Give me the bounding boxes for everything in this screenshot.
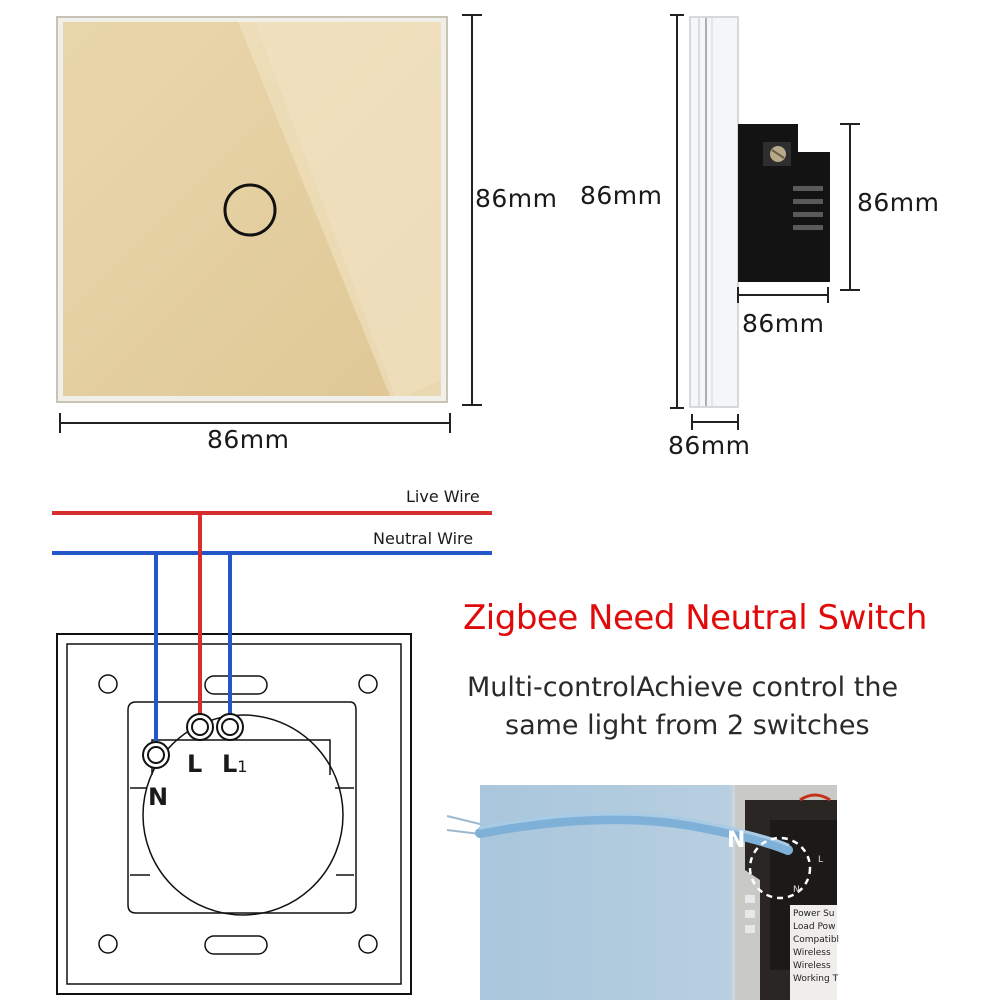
headline-line-1: Multi-controlAchieve control the — [467, 672, 899, 703]
blue-wire — [475, 814, 793, 855]
install-photo — [446, 785, 837, 1000]
back-plate — [56, 633, 412, 995]
side-depth-label: 86mm — [668, 431, 751, 460]
front-height-label: 86mm — [475, 184, 558, 213]
back-box — [738, 124, 830, 282]
photo-terminal-n-small: N — [793, 885, 800, 895]
side-view — [689, 16, 830, 408]
mount-hole-icon — [358, 674, 378, 694]
wiring-diagram — [52, 511, 492, 995]
slot-icon — [204, 675, 268, 695]
side-dimension-lines — [670, 14, 860, 430]
terminal-n-label: N — [148, 783, 169, 811]
terminal-l1 — [216, 713, 244, 741]
terminal-l — [186, 713, 214, 741]
front-dimension-lines — [59, 14, 482, 433]
front-width-label: 86mm — [207, 425, 290, 454]
mount-hole-icon — [98, 934, 118, 954]
highlight-circle — [748, 836, 812, 900]
touch-button-icon — [223, 183, 277, 237]
front-panel — [56, 16, 448, 403]
slot-icon — [204, 935, 268, 955]
glass-reflection — [238, 22, 441, 396]
mount-hole-icon — [98, 674, 118, 694]
terminal-l1-label: L1 — [222, 750, 248, 778]
photo-spec-line-3: Compatibl — [793, 935, 840, 945]
photo-spec-line-2: Load Pow — [793, 922, 836, 932]
spec-label — [790, 905, 837, 1000]
photo-terminal-l: L — [818, 855, 824, 865]
photo-spec-line-6: Working T — [793, 974, 839, 984]
headline-title: Zigbee Need Neutral Switch — [463, 598, 927, 638]
headline-line-2: same light from 2 switches — [505, 710, 870, 741]
photo-spec-line-4: Wireless — [793, 948, 831, 958]
neutral-wire-label: Neutral Wire — [373, 529, 474, 548]
photo-spec-line-1: Power Su — [793, 909, 835, 919]
side-box-height-label: 86mm — [857, 188, 940, 217]
terminal-n — [142, 741, 170, 769]
side-box-width-label: 86mm — [742, 309, 825, 338]
live-wire-label: Live Wire — [406, 487, 480, 506]
mount-hole-icon — [358, 934, 378, 954]
side-plate-height-label: 86mm — [580, 181, 663, 210]
photo-spec-line-5: Wireless — [793, 961, 831, 971]
terminal-l-label: L — [187, 750, 203, 778]
photo-terminal-n: N — [727, 828, 746, 853]
